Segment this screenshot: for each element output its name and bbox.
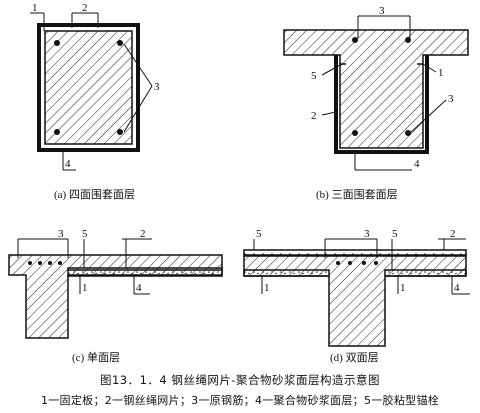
panel-b-rebar: [405, 37, 411, 43]
panel-d: 5 3 5 2 1 1 4 (d) 双面层: [243, 228, 470, 364]
panel-d-mortar-layer-top: [243, 249, 467, 257]
panel-b-rebar: [352, 130, 358, 136]
panel-b-concrete-section: [283, 29, 469, 149]
panel-a-rebar: [54, 129, 60, 135]
panel-d-concrete-section: [243, 254, 467, 347]
panel-c-callout-4: 4: [136, 282, 142, 294]
panel-d-callout-4: 4: [454, 282, 460, 294]
panel-b-rebar: [352, 37, 358, 43]
panel-b-callout-1: 1: [438, 67, 444, 79]
panel-b-mortar-layer: [334, 55, 429, 154]
panel-a-callout-3: 3: [154, 81, 160, 93]
panel-d-mortar-layer-bottom-left: [243, 269, 330, 277]
panel-a-caption: (a) 四面围套面层: [54, 188, 135, 201]
panel-d-callout-1-left: 1: [264, 282, 270, 294]
panel-b-rebar: [405, 130, 411, 136]
panel-d-rebar: [348, 261, 352, 265]
panel-b-callout-5: 5: [311, 70, 317, 82]
panel-b-callout-4: 4: [414, 158, 420, 170]
panel-d-caption: (d) 双面层: [330, 351, 379, 364]
panel-d-callout-5-right: 5: [392, 228, 398, 240]
panel-b-callout-3-right: 3: [448, 93, 454, 105]
panel-c-concrete-section: [8, 254, 223, 339]
panel-c-callout-2: 2: [140, 228, 146, 240]
figure-title: 图13．1．4 钢丝绳网片-聚合物砂浆面层构造示意图: [99, 373, 381, 387]
panel-b-caption: (b) 三面围套面层: [316, 188, 398, 201]
panel-a: 1 2 3 4 (a) 四面围套面层: [30, 2, 160, 201]
panel-c-rebar: [28, 261, 32, 265]
panel-a-callout-1: 1: [32, 2, 38, 14]
panel-c-rebar: [38, 261, 42, 265]
panel-c-callout-3: 3: [58, 228, 64, 240]
panel-b-callout-2: 2: [311, 110, 317, 122]
panel-d-mortar-layer-bottom-right: [384, 269, 467, 277]
panel-c-mortar-layer: [67, 267, 223, 277]
panel-c-callout-5: 5: [82, 228, 88, 240]
panel-d-callout-5-left: 5: [256, 228, 262, 240]
panel-d-callout-1-right: 1: [400, 282, 406, 294]
panel-a-rebar: [117, 129, 123, 135]
panel-a-callout-4: 4: [65, 158, 71, 170]
figure-legend: 1一固定板；2一钢丝绳网片；3一原钢筋；4一聚合物砂浆面层；5一胶粘型锚栓: [40, 394, 440, 407]
panel-c-rebar: [48, 261, 52, 265]
panel-a-callout-2: 2: [82, 2, 88, 14]
panel-b-callout-3-top: 3: [379, 5, 385, 17]
panel-a-rebar: [54, 40, 60, 46]
panel-b: 3 5 1 2 3 4 (b) 三面围套面层: [283, 5, 469, 201]
panel-d-rebar: [336, 261, 340, 265]
panel-d-rebar: [374, 261, 378, 265]
panel-d-callout-3: 3: [364, 228, 370, 240]
panel-c-rebar: [58, 261, 62, 265]
panel-d-rebar: [362, 261, 366, 265]
panel-d-callout-2: 2: [450, 228, 456, 240]
panel-a-rebar: [117, 40, 123, 46]
panel-c: 3 5 2 1 4 (c) 单面层: [8, 228, 223, 364]
panel-c-caption: (c) 单面层: [72, 351, 120, 364]
panel-c-callout-1: 1: [82, 282, 88, 294]
panel-a-concrete-section: [44, 30, 133, 145]
